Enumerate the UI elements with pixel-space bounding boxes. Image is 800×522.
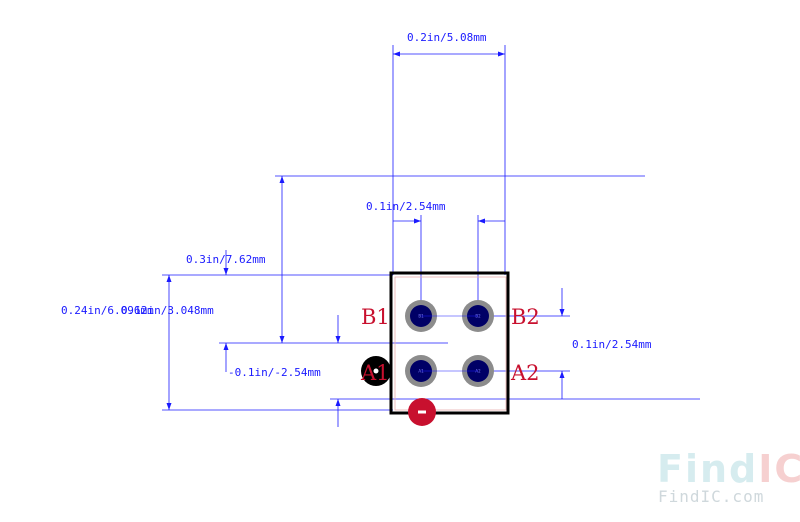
courtyard-outline xyxy=(394,276,507,411)
pad-connectors xyxy=(421,315,478,372)
pin-label-b2: B2 xyxy=(511,305,540,329)
dim-pitch-y-right: 0.1in/2.54mm xyxy=(572,338,652,351)
dim-height-left: 0.3in/7.62mm xyxy=(186,253,266,266)
package-outline xyxy=(389,271,510,415)
origin-icon xyxy=(408,398,436,426)
dim-pitch-y-negative: -0.1in/-2.54mm xyxy=(228,366,321,379)
watermark-site: FindIC.com xyxy=(658,487,764,506)
watermark: FindIC FindIC.com xyxy=(657,447,800,506)
pin-label-a2: A2 xyxy=(510,361,540,385)
pin-label-b1: B1 xyxy=(361,305,390,329)
svg-text:FindIC: FindIC xyxy=(657,447,800,491)
dim-top-width: 0.2in/5.08mm xyxy=(407,31,487,44)
dimension-arrows xyxy=(166,51,565,410)
dim-overall-left: 0.24in/6.096mm xyxy=(61,304,154,317)
pad-label-b2: B2 xyxy=(475,314,481,319)
dim-pitch-x: 0.1in/2.54mm xyxy=(366,200,446,213)
watermark-find: Find xyxy=(657,447,758,491)
dim-overlap-left: 0.12in/3.048mm xyxy=(121,304,214,317)
pad-label-a2: A2 xyxy=(475,369,481,374)
watermark-ic: IC xyxy=(758,447,800,491)
pin-label-a1: A1 xyxy=(360,361,390,385)
pin1-marker-icon xyxy=(361,356,391,386)
